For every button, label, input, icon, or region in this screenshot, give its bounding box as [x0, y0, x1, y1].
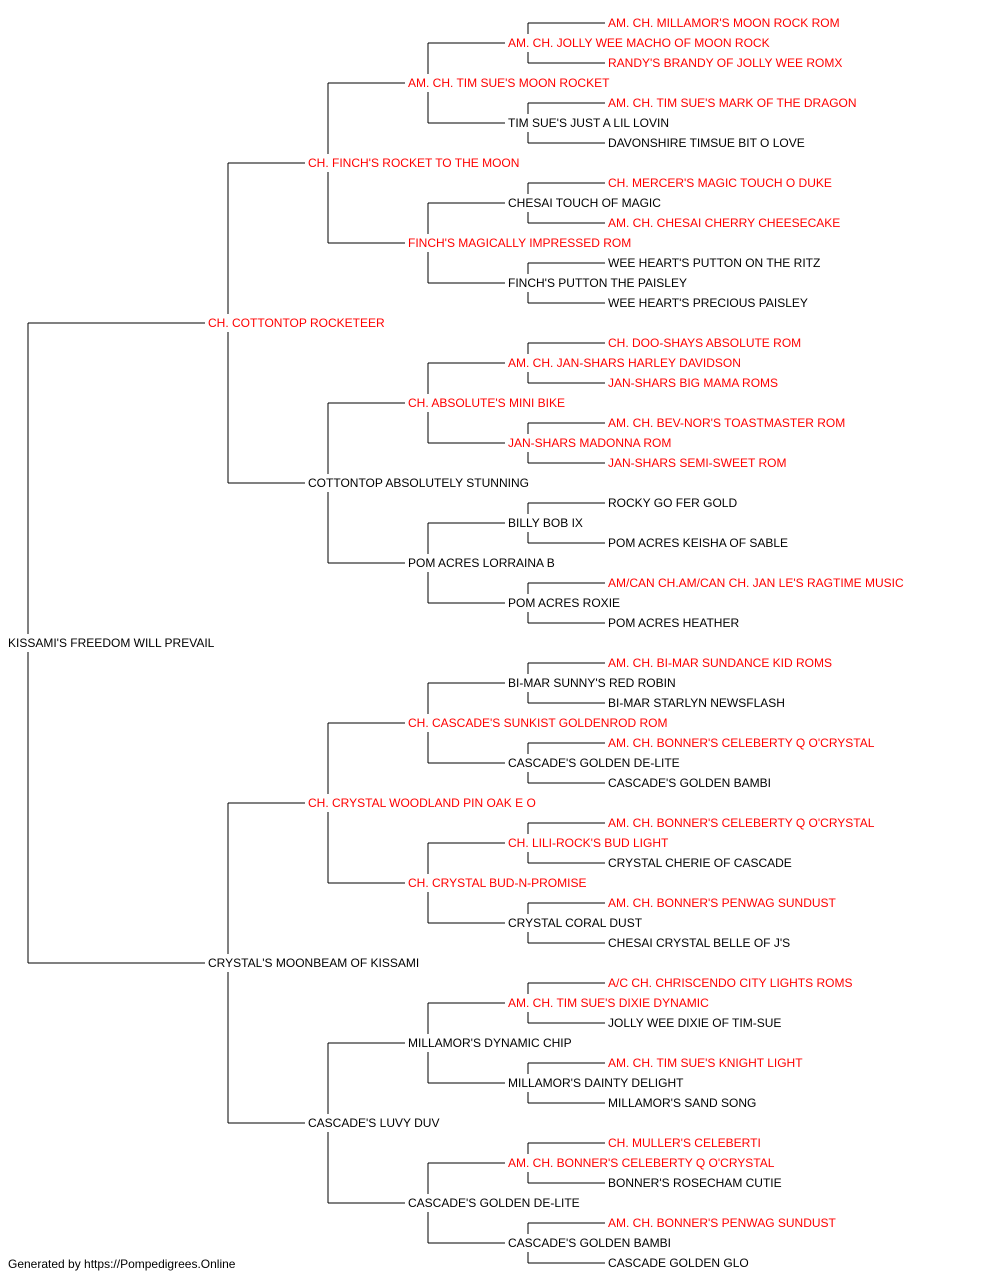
ancestor-name: AM. CH. BI-MAR SUNDANCE KID ROMS: [608, 656, 832, 670]
ancestor-name: CH. DOO-SHAYS ABSOLUTE ROM: [608, 336, 801, 350]
ancestor-name: CH. ABSOLUTE'S MINI BIKE: [408, 396, 565, 410]
ancestor-name: BI-MAR SUNNY'S RED ROBIN: [508, 676, 676, 690]
ancestor-name: CASCADE GOLDEN GLO: [608, 1256, 749, 1270]
ancestor-name: AM. CH. TIM SUE'S KNIGHT LIGHT: [608, 1056, 803, 1070]
ancestor-name: CH. FINCH'S ROCKET TO THE MOON: [308, 156, 519, 170]
ancestor-name: FINCH'S PUTTON THE PAISLEY: [508, 276, 687, 290]
ancestor-name: JAN-SHARS MADONNA ROM: [508, 436, 671, 450]
ancestor-name: AM. CH. MILLAMOR'S MOON ROCK ROM: [608, 16, 840, 30]
ancestor-name: POM ACRES HEATHER: [608, 616, 739, 630]
ancestor-name: JAN-SHARS SEMI-SWEET ROM: [608, 456, 786, 470]
ancestor-name: AM. CH. BONNER'S PENWAG SUNDUST: [608, 896, 837, 910]
ancestor-name: CASCADE'S GOLDEN BAMBI: [508, 1236, 671, 1250]
ancestor-name: AM. CH. BONNER'S CELEBERTY Q O'CRYSTAL: [608, 816, 875, 830]
ancestor-name: AM. CH. CHESAI CHERRY CHEESECAKE: [608, 216, 840, 230]
ancestor-name: AM. CH. TIM SUE'S MOON ROCKET: [408, 76, 610, 90]
ancestor-name: CASCADE'S GOLDEN DE-LITE: [408, 1196, 580, 1210]
ancestor-name: TIM SUE'S JUST A LIL LOVIN: [508, 116, 669, 130]
ancestor-name: CRYSTAL CHERIE OF CASCADE: [608, 856, 792, 870]
ancestor-name: AM. CH. TIM SUE'S MARK OF THE DRAGON: [608, 96, 857, 110]
ancestor-name: AM. CH. BONNER'S CELEBERTY Q O'CRYSTAL: [608, 736, 875, 750]
ancestor-name: CH. COTTONTOP ROCKETEER: [208, 316, 385, 330]
ancestor-name: FINCH'S MAGICALLY IMPRESSED ROM: [408, 236, 631, 250]
ancestor-name: CHESAI TOUCH OF MAGIC: [508, 196, 661, 210]
ancestor-name: A/C CH. CHRISCENDO CITY LIGHTS ROMS: [608, 976, 852, 990]
ancestor-name: JAN-SHARS BIG MAMA ROMS: [608, 376, 778, 390]
ancestor-name: JOLLY WEE DIXIE OF TIM-SUE: [608, 1016, 781, 1030]
ancestor-name: DAVONSHIRE TIMSUE BIT O LOVE: [608, 136, 805, 150]
ancestor-name: AM/CAN CH.AM/CAN CH. JAN LE'S RAGTIME MU…: [608, 576, 904, 590]
subject-dog-name: KISSAMI'S FREEDOM WILL PREVAIL: [8, 636, 215, 650]
ancestor-name: BI-MAR STARLYN NEWSFLASH: [608, 696, 785, 710]
ancestor-name: AM. CH. JAN-SHARS HARLEY DAVIDSON: [508, 356, 741, 370]
ancestor-name: CASCADE'S GOLDEN BAMBI: [608, 776, 771, 790]
ancestor-name: ROCKY GO FER GOLD: [608, 496, 737, 510]
ancestor-name: MILLAMOR'S SAND SONG: [608, 1096, 756, 1110]
ancestor-name: CH. LILI-ROCK'S BUD LIGHT: [508, 836, 669, 850]
ancestor-name: MILLAMOR'S DAINTY DELIGHT: [508, 1076, 684, 1090]
ancestor-name: CH. MULLER'S CELEBERTI: [608, 1136, 761, 1150]
ancestor-name: CH. CASCADE'S SUNKIST GOLDENROD ROM: [408, 716, 667, 730]
ancestor-name: CH. CRYSTAL WOODLAND PIN OAK E O: [308, 796, 536, 810]
ancestor-name: CH. MERCER'S MAGIC TOUCH O DUKE: [608, 176, 832, 190]
ancestor-name: WEE HEART'S PRECIOUS PAISLEY: [608, 296, 808, 310]
ancestor-name: CHESAI CRYSTAL BELLE OF J'S: [608, 936, 790, 950]
ancestor-name: RANDY'S BRANDY OF JOLLY WEE ROMX: [608, 56, 842, 70]
ancestor-name: CH. CRYSTAL BUD-N-PROMISE: [408, 876, 586, 890]
ancestor-name: BONNER'S ROSECHAM CUTIE: [608, 1176, 782, 1190]
ancestor-name: AM. CH. JOLLY WEE MACHO OF MOON ROCK: [508, 36, 770, 50]
ancestor-name: COTTONTOP ABSOLUTELY STUNNING: [308, 476, 529, 490]
ancestor-name: AM. CH. TIM SUE'S DIXIE DYNAMIC: [508, 996, 709, 1010]
ancestor-name: POM ACRES ROXIE: [508, 596, 620, 610]
ancestor-name: MILLAMOR'S DYNAMIC CHIP: [408, 1036, 572, 1050]
ancestor-name: POM ACRES LORRAINA B: [408, 556, 555, 570]
ancestor-name: CRYSTAL CORAL DUST: [508, 916, 643, 930]
footer-credit: Generated by https://Pompedigrees.Online: [8, 1257, 236, 1271]
ancestor-name: CASCADE'S GOLDEN DE-LITE: [508, 756, 680, 770]
ancestor-name: AM. CH. BONNER'S CELEBERTY Q O'CRYSTAL: [508, 1156, 775, 1170]
ancestor-name: BILLY BOB IX: [508, 516, 583, 530]
ancestor-name: CRYSTAL'S MOONBEAM OF KISSAMI: [208, 956, 419, 970]
ancestor-name: WEE HEART'S PUTTON ON THE RITZ: [608, 256, 820, 270]
ancestor-name: POM ACRES KEISHA OF SABLE: [608, 536, 788, 550]
ancestor-name: AM. CH. BEV-NOR'S TOASTMASTER ROM: [608, 416, 845, 430]
ancestor-name: AM. CH. BONNER'S PENWAG SUNDUST: [608, 1216, 837, 1230]
ancestor-name: CASCADE'S LUVY DUV: [308, 1116, 439, 1130]
